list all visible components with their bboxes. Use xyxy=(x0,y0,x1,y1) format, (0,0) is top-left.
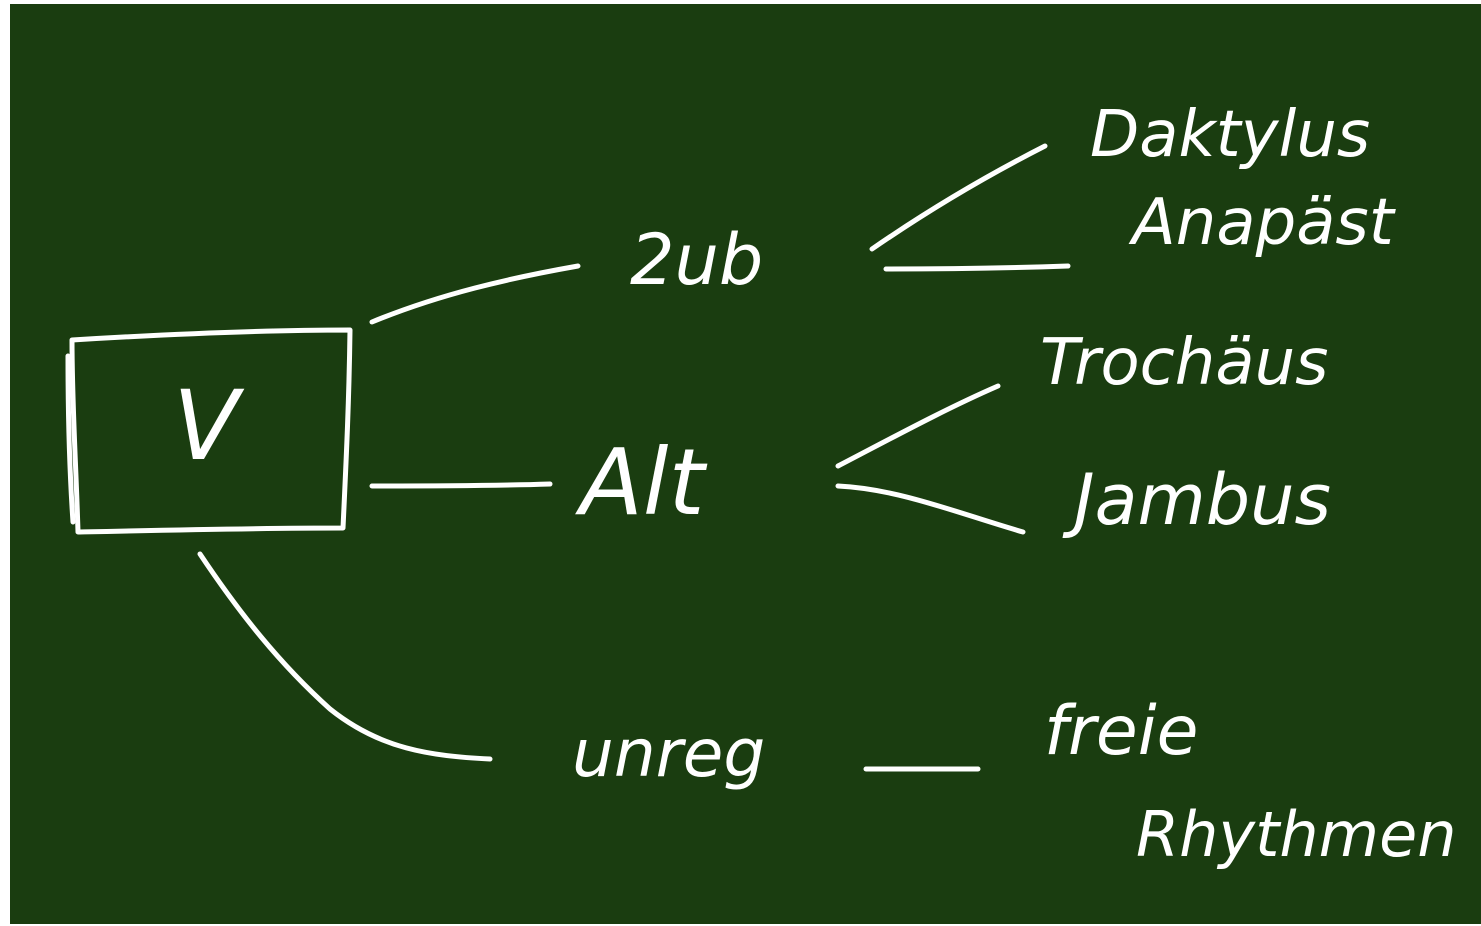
connector-middle-up xyxy=(835,383,1001,469)
branch-middle-child-2: Jambus xyxy=(1062,459,1331,541)
root-label: V xyxy=(173,370,245,482)
branch-bottom-child-2: Rhythmen xyxy=(1136,798,1457,871)
handwritten-diagram: V 2ub Daktylus Anapäst Alt Trochäus Jamb… xyxy=(65,98,1457,871)
connector-top-down xyxy=(883,263,1071,272)
branch-bottom-child-1: freie xyxy=(1044,692,1198,771)
branch-top-label: 2ub xyxy=(630,219,763,301)
connector-root-top xyxy=(369,263,581,325)
branch-top-child-1: Daktylus xyxy=(1090,98,1370,172)
branch-middle-child-1: Trochäus xyxy=(1040,326,1328,400)
connector-root-bottom xyxy=(197,551,493,762)
branch-middle-label: Alt xyxy=(575,429,707,536)
root-box xyxy=(69,327,353,535)
root-box-double-edge xyxy=(65,353,76,525)
branch-top-child-2: Anapäst xyxy=(1128,186,1397,260)
branch-bottom-label: unreg xyxy=(572,715,765,792)
connector-top-up xyxy=(869,143,1048,252)
chalkboard: V 2ub Daktylus Anapäst Alt Trochäus Jamb… xyxy=(10,4,1481,924)
connector-root-middle xyxy=(369,481,553,489)
connector-middle-down xyxy=(835,483,1026,535)
